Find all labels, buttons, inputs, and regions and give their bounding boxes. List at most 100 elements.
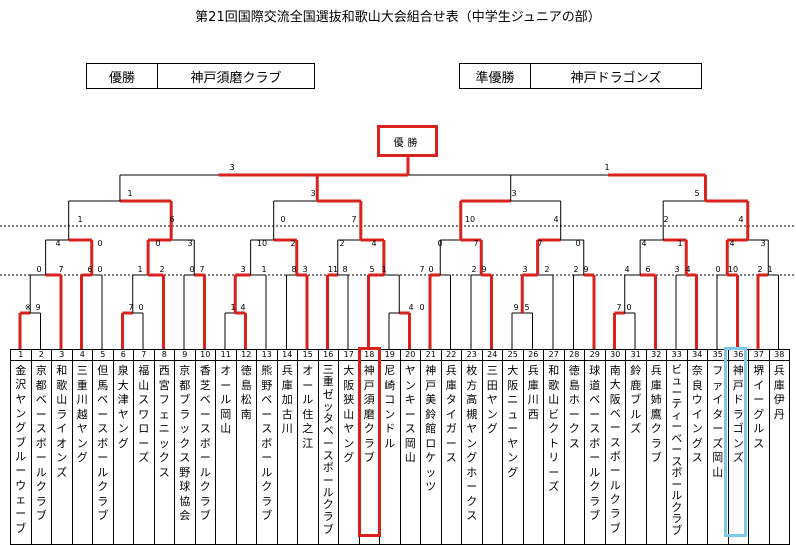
team-name: 大阪ニューヤング: [502, 360, 524, 545]
score-label: 1: [381, 265, 386, 274]
team-number: 17: [338, 349, 360, 361]
team-name: オール岡山: [215, 360, 237, 545]
team-number: 16: [317, 349, 339, 361]
team-number: 35: [707, 349, 729, 361]
score-label: 3: [522, 265, 527, 274]
team-name: 三田ヤング: [481, 360, 503, 545]
score-label: 0: [97, 265, 102, 274]
score-label: 0: [155, 239, 160, 248]
score-label: 2: [471, 265, 476, 274]
team-number: 37: [748, 349, 770, 361]
team-number: 38: [768, 349, 790, 361]
team-name: 京都ブラックス野球協会: [174, 360, 196, 545]
score-label: 5: [369, 265, 374, 274]
score-label: 3: [674, 265, 679, 274]
team-name: 但馬ベースボールクラブ: [92, 360, 114, 545]
score-label: 4: [729, 239, 734, 248]
runner-up-team: 神戸ドラゴンズ: [530, 63, 702, 89]
team-number: 27: [543, 349, 565, 361]
score-label: 1: [604, 163, 609, 172]
score-label: 3: [302, 265, 307, 274]
score-label: 7: [58, 265, 63, 274]
team-name: 徳島松南: [235, 360, 257, 545]
page-title: 第21回国際交流全国選抜和歌山大会組合せ表（中学生ジュニアの部）: [195, 10, 601, 25]
score-label: 6: [169, 215, 174, 224]
score-label: 1: [767, 265, 772, 274]
team-number: 12: [235, 349, 257, 361]
team-name: 奈良ウイングス: [686, 360, 708, 545]
team-name: 三重ゼッタベースボールクラブ: [317, 360, 339, 545]
score-label: 5: [524, 303, 529, 312]
score-label: 3: [229, 163, 234, 172]
team-name: 兵庫伊丹: [768, 360, 790, 545]
score-label: 9: [513, 303, 518, 312]
team-number: 15: [297, 349, 319, 361]
runner-up-table: 準優勝 神戸ドラゴンズ: [459, 63, 702, 89]
score-label: 9: [35, 303, 40, 312]
team-name: 兵庫川西: [522, 360, 544, 545]
team-name: ファイターズ岡山: [707, 360, 729, 545]
score-label: 1: [261, 265, 266, 274]
score-label: 2: [663, 215, 668, 224]
score-label: 0: [138, 303, 143, 312]
score-label: 2: [339, 239, 344, 248]
score-label: 9: [481, 265, 486, 274]
score-label: 10: [465, 215, 475, 224]
score-label: 8: [342, 265, 347, 274]
score-label: 6: [87, 265, 92, 274]
team-number: 6: [112, 349, 134, 361]
team-name: 京都ベースボールクラブ: [30, 360, 52, 545]
team-name: 大阪狭山ヤング: [338, 360, 360, 545]
score-label: 7: [128, 303, 133, 312]
team-number: 26: [522, 349, 544, 361]
score-label: 2: [573, 265, 578, 274]
team-name: オール住之江: [297, 360, 319, 545]
team-name: 堺イーグルス: [748, 360, 770, 545]
team-number: 21: [420, 349, 442, 361]
score-label: 1: [127, 189, 132, 198]
score-label: 0: [419, 303, 424, 312]
team-number: 32: [645, 349, 667, 361]
team-number: 25: [502, 349, 524, 361]
score-label: 9: [583, 265, 588, 274]
team-number: 22: [440, 349, 462, 361]
score-label: 11: [328, 265, 338, 274]
team-name: 神戸ドラゴンズ: [727, 360, 749, 545]
team-number: 33: [666, 349, 688, 361]
team-name: 球道ベースボールクラブ: [584, 360, 606, 545]
score-label: 3: [760, 239, 765, 248]
score-label: 4: [641, 239, 646, 248]
team-name: 和歌山ビクトリーズ: [543, 360, 565, 545]
team-name-row: 金沢ヤングブルーウェーブ京都ベースボールクラブ和歌山ライオンズ三重川越ヤング但馬…: [10, 360, 790, 545]
team-number: 11: [215, 349, 237, 361]
score-label: 2: [757, 265, 762, 274]
score-label: 7: [616, 303, 621, 312]
team-name: 福山スワローズ: [133, 360, 155, 545]
team-name: 尼崎コンドル: [379, 360, 401, 545]
score-label: 1: [137, 265, 142, 274]
team-name: 泉大津ヤング: [112, 360, 134, 545]
team-number: 24: [481, 349, 503, 361]
team-name: 神戸須磨クラブ: [358, 360, 380, 545]
score-label: 0: [626, 303, 631, 312]
score-label: 7: [199, 265, 204, 274]
score-label: 7: [419, 265, 424, 274]
score-label: 3: [240, 265, 245, 274]
score-label: 8: [291, 265, 296, 274]
score-label: 2: [159, 265, 164, 274]
score-label: 4: [738, 215, 743, 224]
team-name: 鈴鹿ブルズ: [625, 360, 647, 545]
team-number: 2: [30, 349, 52, 361]
champion-box: 優勝: [377, 125, 438, 157]
team-name: 西宮フェニックス: [153, 360, 175, 545]
winner-label: 優勝: [86, 63, 158, 89]
score-label: ※: [25, 303, 32, 312]
team-name: ヤンキース岡山: [399, 360, 421, 545]
score-label: 4: [553, 215, 558, 224]
score-label: 4: [55, 239, 60, 248]
winner-team: 神戸須磨クラブ: [157, 63, 315, 89]
team-name: 和歌山ライオンズ: [51, 360, 73, 545]
team-name: 兵庫タイガース: [440, 360, 462, 545]
